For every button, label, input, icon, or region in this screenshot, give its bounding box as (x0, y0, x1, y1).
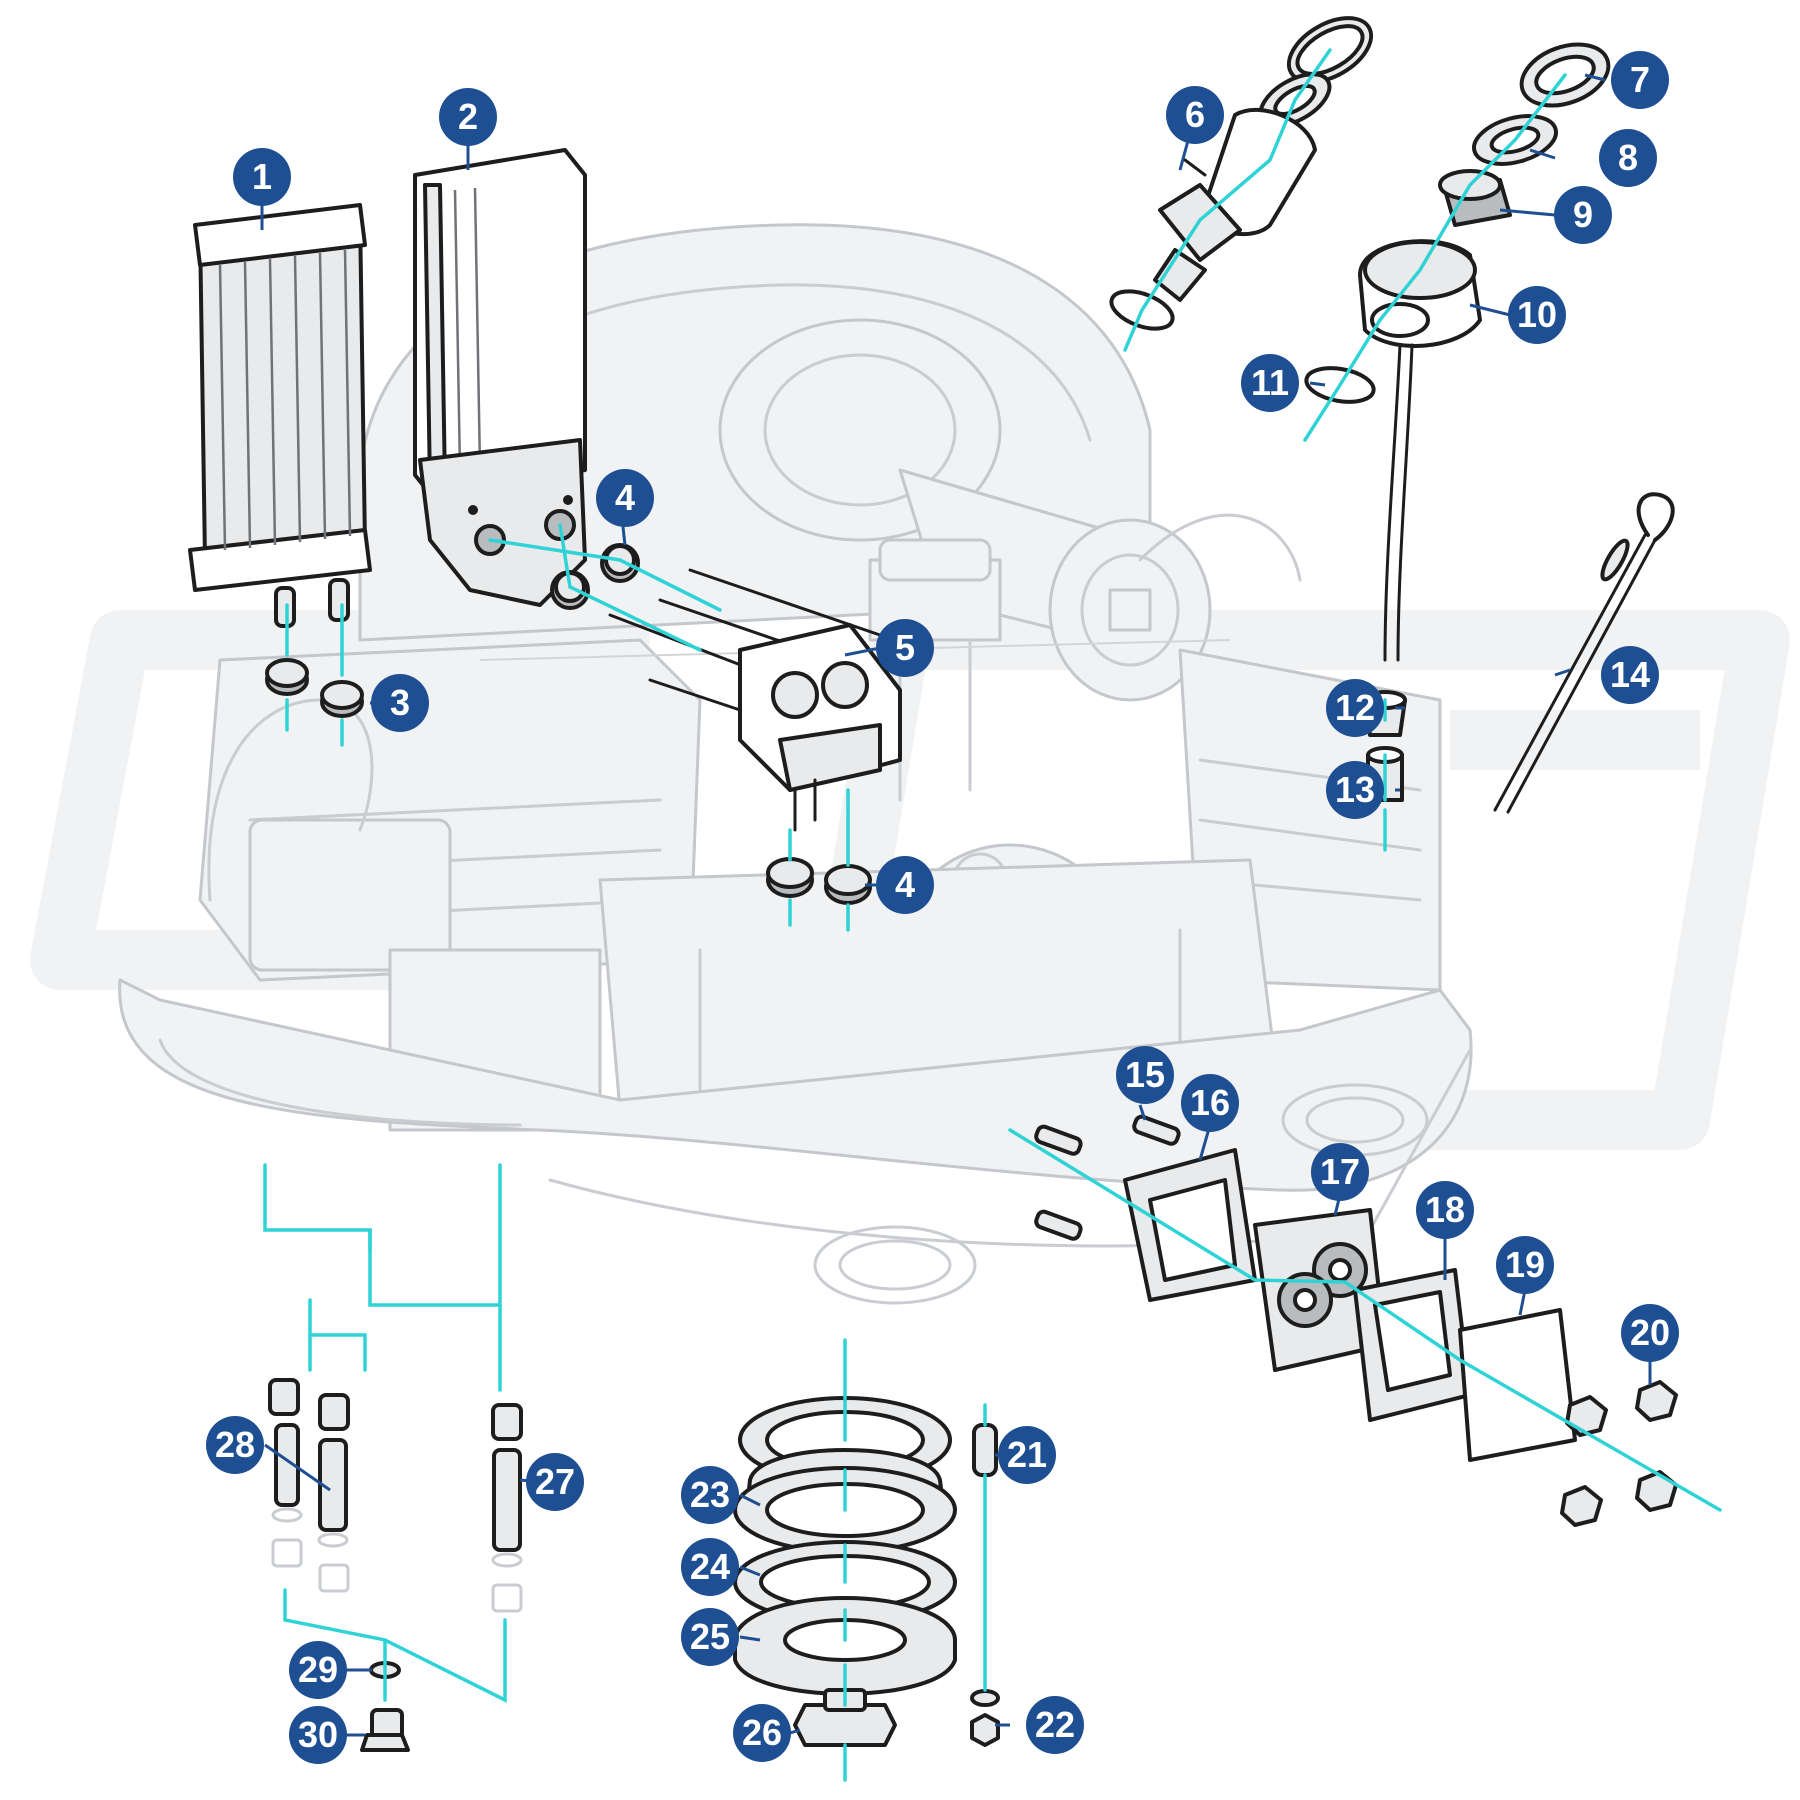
callout-30: 30 (289, 1706, 347, 1764)
svg-text:4: 4 (895, 864, 915, 905)
svg-text:30: 30 (298, 1714, 338, 1755)
svg-text:5: 5 (895, 627, 915, 668)
svg-text:8: 8 (1618, 137, 1638, 178)
callout-14: 14 (1601, 646, 1659, 704)
callout-1: 1 (233, 148, 291, 206)
cooler-adapter-part-5 (608, 568, 902, 832)
callout-7: 7 (1611, 51, 1669, 109)
oil-cooler-part-1 (188, 203, 372, 628)
svg-text:21: 21 (1007, 1434, 1047, 1475)
svg-text:22: 22 (1035, 1704, 1075, 1745)
svg-text:26: 26 (742, 1712, 782, 1753)
svg-text:14: 14 (1610, 654, 1650, 695)
svg-text:19: 19 (1505, 1244, 1545, 1285)
callout-11: 11 (1241, 354, 1299, 412)
callout-21: 21 (998, 1426, 1056, 1484)
callout-12: 12 (1326, 679, 1384, 737)
dipstick-part-14 (1493, 492, 1675, 814)
callout-3: 3 (371, 674, 429, 732)
callout-13: 13 (1326, 761, 1384, 819)
svg-text:16: 16 (1190, 1082, 1230, 1123)
callout-badges: 1 2 3 4 4 5 6 7 8 9 10 1 (206, 51, 1679, 1764)
callout-18: 18 (1416, 1181, 1474, 1239)
svg-text:3: 3 (390, 682, 410, 723)
seal-part-3 (265, 658, 364, 718)
callout-2: 2 (439, 88, 497, 146)
callout-20: 20 (1621, 1304, 1679, 1362)
svg-text:6: 6 (1185, 94, 1205, 135)
callout-19: 19 (1496, 1236, 1554, 1294)
svg-text:23: 23 (690, 1474, 730, 1515)
svg-text:29: 29 (298, 1649, 338, 1690)
callout-4a: 4 (596, 469, 654, 527)
svg-text:9: 9 (1573, 194, 1593, 235)
callout-5: 5 (876, 619, 934, 677)
callout-23: 23 (681, 1466, 739, 1524)
callout-6: 6 (1166, 86, 1224, 144)
svg-text:10: 10 (1517, 294, 1557, 335)
callout-8: 8 (1599, 129, 1657, 187)
callout-22: 22 (1026, 1696, 1084, 1754)
callout-26: 26 (733, 1704, 791, 1762)
svg-text:27: 27 (535, 1461, 575, 1502)
callout-10: 10 (1508, 286, 1566, 344)
seal-part-4 (550, 543, 872, 905)
callout-9: 9 (1554, 186, 1612, 244)
svg-text:17: 17 (1320, 1151, 1360, 1192)
callout-29: 29 (289, 1641, 347, 1699)
svg-text:18: 18 (1425, 1189, 1465, 1230)
svg-text:15: 15 (1125, 1054, 1165, 1095)
breather-assembly-part-6 (1109, 16, 1374, 331)
callout-4b: 4 (876, 856, 934, 914)
svg-text:7: 7 (1630, 59, 1650, 100)
svg-text:25: 25 (690, 1616, 730, 1657)
callout-24: 24 (681, 1538, 739, 1596)
svg-text:1: 1 (252, 156, 272, 197)
relief-valves-parts-27-30 (268, 1378, 523, 1752)
svg-text:11: 11 (1251, 362, 1289, 403)
svg-text:2: 2 (458, 96, 478, 137)
svg-text:12: 12 (1335, 687, 1375, 728)
svg-text:24: 24 (690, 1546, 730, 1587)
callout-17: 17 (1311, 1143, 1369, 1201)
svg-text:13: 13 (1335, 769, 1375, 810)
callout-28: 28 (206, 1416, 264, 1474)
callout-15: 15 (1116, 1046, 1174, 1104)
callout-27: 27 (526, 1453, 584, 1511)
leader-lines (263, 48, 1722, 1782)
svg-text:4: 4 (615, 477, 635, 518)
callout-25: 25 (681, 1608, 739, 1666)
oil-cooler-part-2 (413, 148, 587, 607)
svg-text:20: 20 (1630, 1312, 1670, 1353)
callout-16: 16 (1181, 1074, 1239, 1132)
svg-text:28: 28 (215, 1424, 255, 1465)
oil-filler-neck-parts-7-11 (1304, 42, 1611, 662)
